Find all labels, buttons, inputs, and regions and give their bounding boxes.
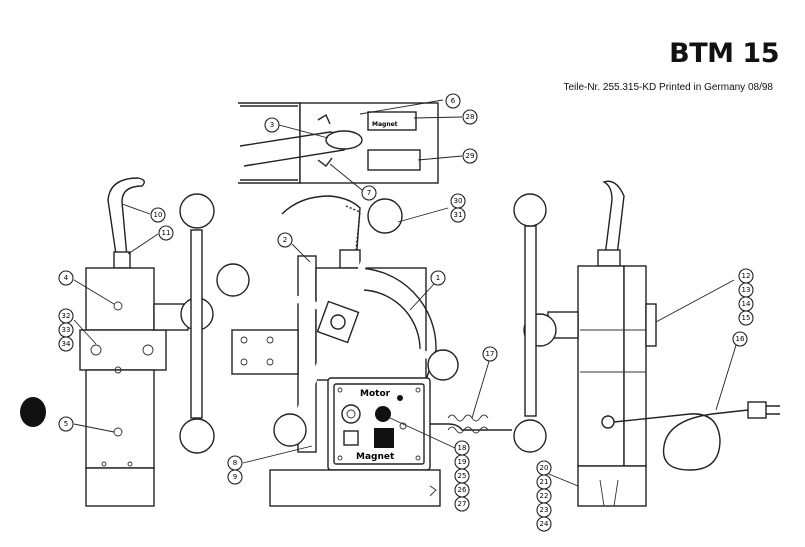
callout-8: 8: [227, 455, 243, 471]
right-side-view: [513, 180, 780, 507]
svg-text:20: 20: [540, 464, 549, 472]
callout-12: 12: [738, 268, 754, 284]
callout-26: 26: [454, 482, 470, 498]
svg-text:19: 19: [458, 458, 467, 466]
callout-21: 21: [536, 474, 552, 490]
ink-blot: [20, 397, 46, 427]
callout-19: 19: [454, 454, 470, 470]
callout-34: 34: [58, 336, 74, 352]
svg-text:21: 21: [540, 478, 549, 486]
svg-text:30: 30: [454, 197, 463, 205]
callout-24: 24: [536, 516, 552, 532]
svg-text:27: 27: [458, 500, 467, 508]
callout-29: 29: [462, 148, 478, 164]
callout-6: 6: [445, 93, 461, 109]
callout-23: 23: [536, 502, 552, 518]
left-side-view: [20, 177, 215, 507]
svg-text:28: 28: [466, 113, 475, 121]
leader-lines: [73, 99, 738, 487]
callout-18: 18: [454, 440, 470, 456]
svg-text:4: 4: [64, 274, 69, 282]
svg-text:22: 22: [540, 492, 549, 500]
svg-text:23: 23: [540, 506, 549, 514]
callout-10: 10: [150, 207, 166, 223]
callout-20: 20: [536, 460, 552, 476]
svg-text:10: 10: [154, 211, 163, 219]
callout-25: 25: [454, 468, 470, 484]
callout-14: 14: [738, 296, 754, 312]
callout-27: 27: [454, 496, 470, 512]
svg-text:29: 29: [466, 152, 475, 160]
callout-1: 1: [430, 270, 446, 286]
svg-text:7: 7: [367, 189, 371, 197]
callout-17: 17: [482, 346, 498, 362]
svg-text:1: 1: [436, 274, 440, 282]
top-view-magnet-text: Magnet: [372, 121, 398, 128]
svg-text:18: 18: [458, 444, 467, 452]
svg-text:31: 31: [454, 211, 463, 219]
svg-text:16: 16: [736, 335, 745, 343]
svg-text:34: 34: [62, 340, 71, 348]
svg-text:11: 11: [162, 229, 171, 237]
callout-13: 13: [738, 282, 754, 298]
callout-22: 22: [536, 488, 552, 504]
callout-33: 33: [58, 322, 74, 338]
document-title: BTM 15: [669, 38, 779, 69]
callout-28: 28: [462, 109, 478, 125]
callout-11: 11: [158, 225, 174, 241]
svg-text:17: 17: [486, 350, 495, 358]
svg-text:6: 6: [451, 97, 456, 105]
callout-15: 15: [738, 310, 754, 326]
magnet-label: Magnet: [356, 452, 395, 462]
svg-text:3: 3: [270, 121, 274, 129]
svg-text:15: 15: [742, 314, 751, 322]
svg-text:32: 32: [62, 312, 71, 320]
svg-text:24: 24: [540, 520, 549, 528]
callout-9: 9: [227, 469, 243, 485]
svg-text:8: 8: [233, 459, 237, 467]
svg-text:13: 13: [742, 286, 751, 294]
callout-3: 3: [264, 117, 280, 133]
svg-text:5: 5: [64, 420, 68, 428]
top-view-assembly: Magnet: [238, 102, 439, 184]
svg-text:25: 25: [458, 472, 467, 480]
callout-16: 16: [732, 331, 748, 347]
callout-32: 32: [58, 308, 74, 324]
svg-text:12: 12: [742, 272, 751, 280]
callout-30: 30: [450, 193, 466, 209]
svg-text:14: 14: [742, 300, 751, 308]
callout-2: 2: [277, 232, 293, 248]
svg-text:2: 2: [283, 236, 287, 244]
part-number-line: Teile-Nr. 255.315-KD Printed in Germany …: [563, 82, 773, 93]
callout-5: 5: [58, 416, 74, 432]
motor-label: Motor: [360, 389, 391, 399]
svg-text:33: 33: [62, 326, 71, 334]
svg-text:9: 9: [233, 473, 237, 481]
callout-7: 7: [361, 185, 377, 201]
center-main-view: Motor Magnet: [216, 195, 512, 507]
svg-text:26: 26: [458, 486, 467, 494]
callout-31: 31: [450, 207, 466, 223]
callout-4: 4: [58, 270, 74, 286]
